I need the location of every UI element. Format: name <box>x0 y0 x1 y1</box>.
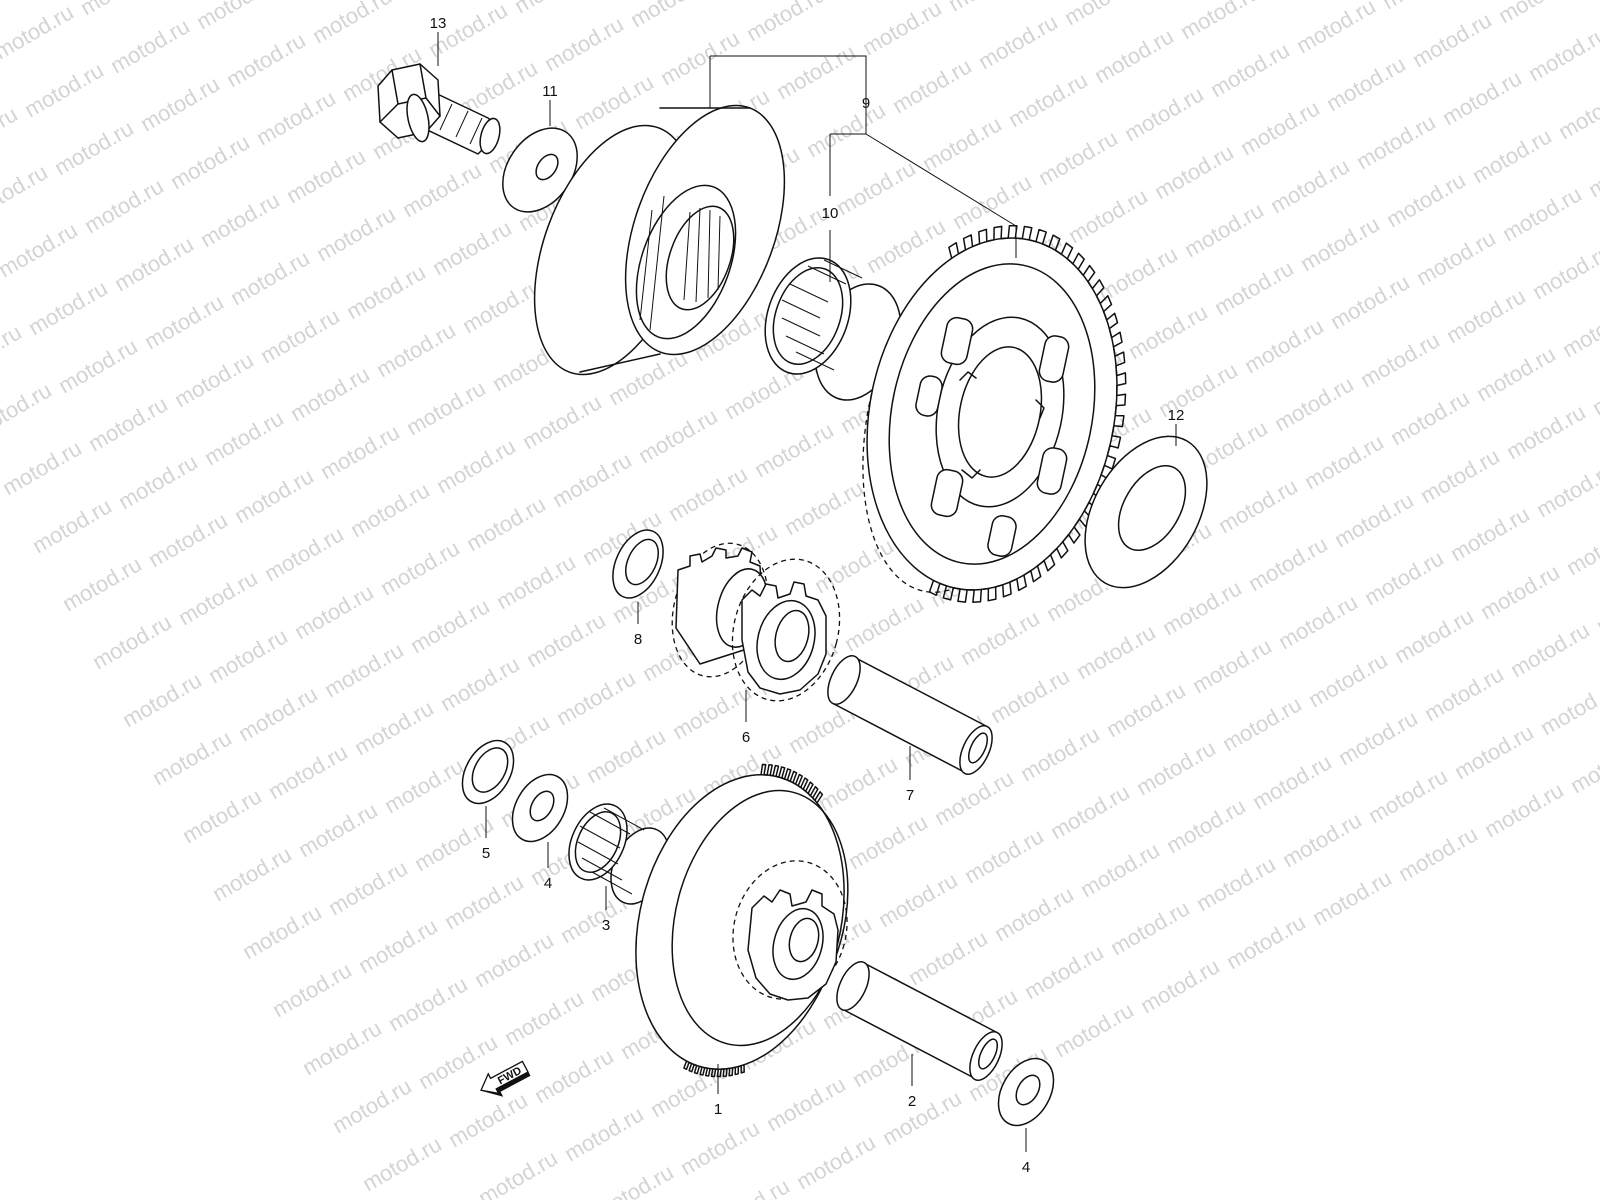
callout-13: 13 <box>430 15 447 32</box>
callout-9: 9 <box>862 95 870 112</box>
callout-1: 1 <box>714 1101 722 1118</box>
callout-6: 6 <box>742 729 750 746</box>
fwd-direction-arrow: FWD <box>480 1060 531 1097</box>
callout-8: 8 <box>634 631 642 648</box>
callout-2: 2 <box>908 1093 916 1110</box>
callout-10: 10 <box>822 205 839 222</box>
callout-4-lower: 4 <box>1022 1159 1030 1176</box>
callout-5: 5 <box>482 845 490 862</box>
callout-11: 11 <box>542 83 558 100</box>
part-9-driven-gear[interactable] <box>834 215 1149 614</box>
part-4-washer-lower[interactable] <box>987 1049 1065 1135</box>
callout-4-upper: 4 <box>544 875 552 892</box>
part-8-washer[interactable] <box>603 522 673 606</box>
part-5-washer[interactable] <box>452 732 524 813</box>
part-7-shaft[interactable] <box>821 651 999 779</box>
part-12-washer[interactable] <box>1060 415 1232 609</box>
callout-12: 12 <box>1168 407 1185 424</box>
part-4-washer-upper[interactable] <box>501 765 579 851</box>
leader-lines <box>437 32 1177 1152</box>
callout-7: 7 <box>906 787 914 804</box>
part-2-shaft[interactable] <box>830 957 1009 1085</box>
callout-labels: 13 11 9 10 12 8 6 7 5 4 3 1 2 4 <box>430 15 1185 1176</box>
part-11-washer[interactable] <box>487 114 592 226</box>
part-13-flange-bolt[interactable] <box>377 63 503 156</box>
part-9-clutch-housing[interactable] <box>504 84 815 396</box>
part-6-idle-gear[interactable] <box>658 532 855 713</box>
part-1-reduction-gear[interactable] <box>605 751 876 1093</box>
callout-3: 3 <box>602 917 610 934</box>
